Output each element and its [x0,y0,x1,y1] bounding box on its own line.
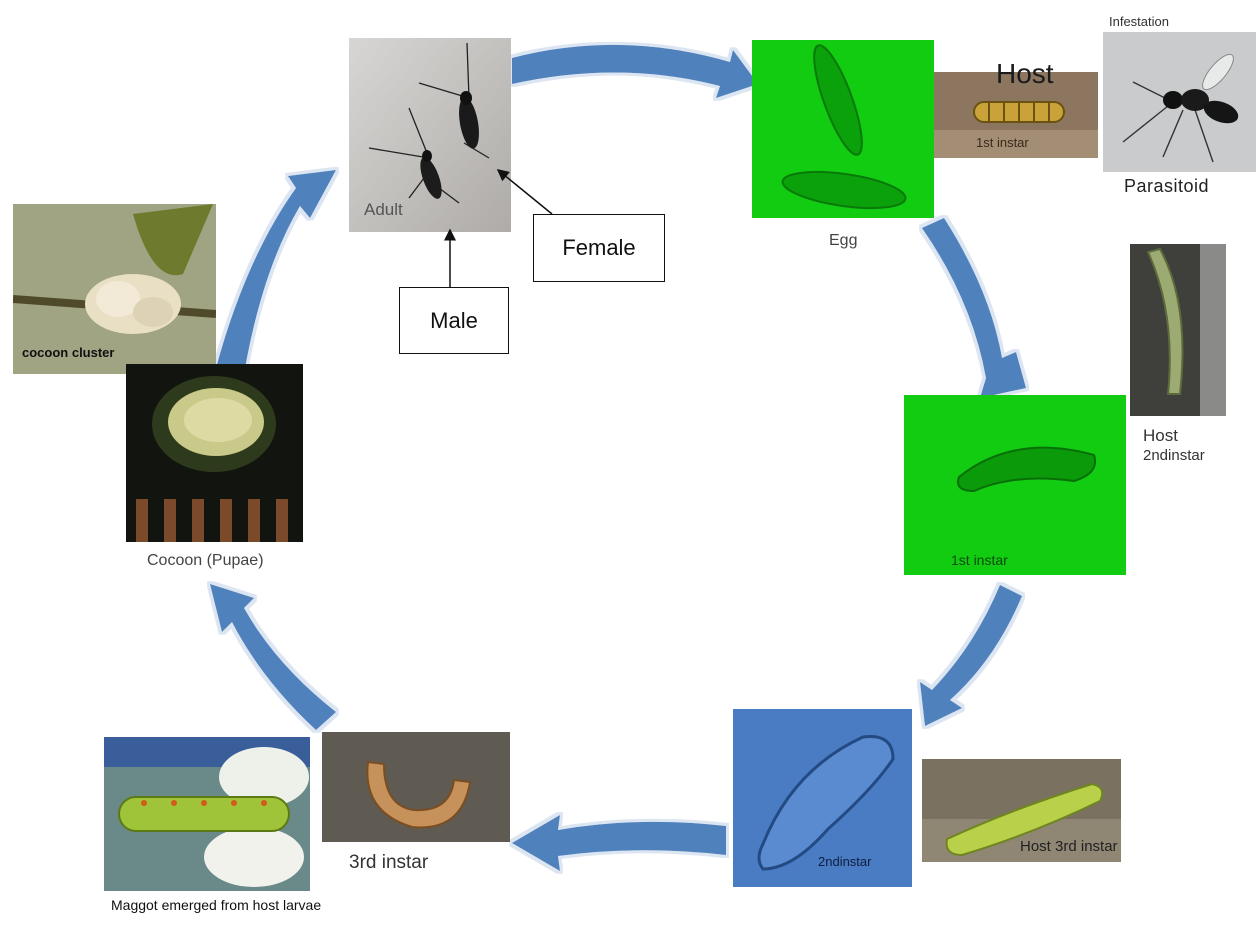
second-instar-label: 2ndinstar [818,854,871,869]
host-label: Host [996,58,1054,90]
host-second-instar-line1: Host [1143,426,1178,446]
cocoon-pupae-photo [126,364,303,542]
infestation-label: Infestation [1109,14,1169,29]
host-second-instar-photo [1130,244,1226,416]
male-callout: Male [399,287,509,354]
egg-label: Egg [829,232,857,250]
third-instar-label: 3rd instar [349,852,428,874]
host-second-instar-line2: 2ndinstar [1143,447,1205,464]
third-instar-photo [322,732,510,842]
cocoon-pupae-label: Cocoon (Pupae) [147,552,264,570]
maggot-label: Maggot emerged from host larvae [111,896,329,915]
cocoon-cluster-label: cocoon cluster [22,345,114,360]
first-instar-label: 1st instar [951,552,1008,568]
parasitoid-label: Parasitoid [1124,176,1209,197]
parasitoid-photo [1103,32,1256,172]
first-instar-photo [904,395,1126,575]
host-third-instar-label: Host 3rd instar [1020,838,1118,855]
female-callout: Female [533,214,665,282]
egg-photo [752,40,934,218]
maggot-emerged-photo [104,737,310,891]
host-first-instar-label: 1st instar [976,135,1029,150]
female-pointer [498,170,552,214]
